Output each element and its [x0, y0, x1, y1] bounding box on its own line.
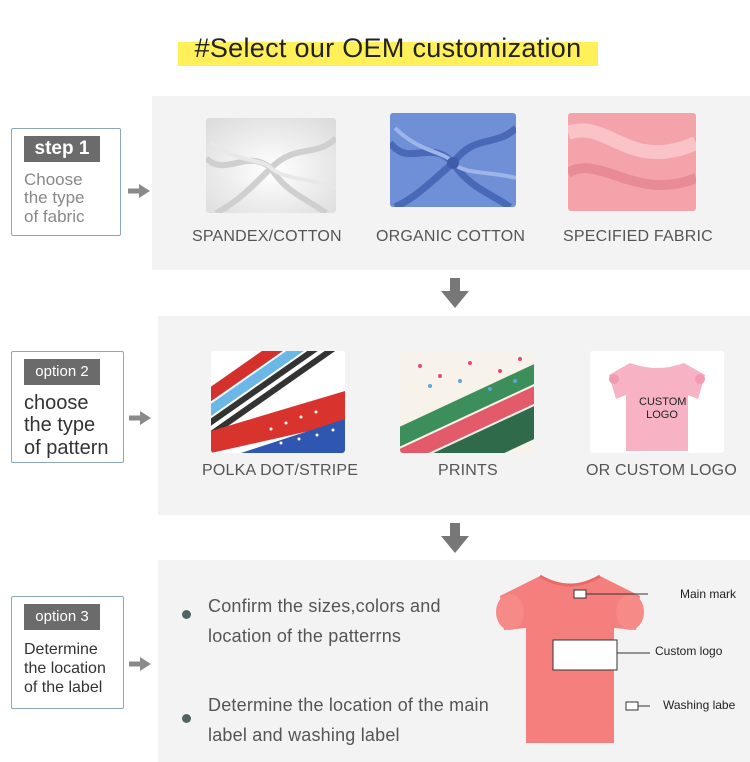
- custom-logo-label: Custom logo: [655, 644, 723, 658]
- option-3-line: the location: [24, 659, 106, 677]
- option-3-line: Determine: [24, 641, 98, 658]
- label-point-line: Confirm the sizes,colors and: [208, 596, 441, 616]
- option-2-line: of pattern: [24, 436, 109, 459]
- organic-cotton-fabric-image: [390, 113, 516, 207]
- step-1-tag: step 1: [24, 136, 100, 162]
- pattern-caption: PRINTS: [438, 462, 498, 479]
- custom-logo-line: CUSTOM: [639, 396, 687, 408]
- prints-image: [400, 351, 534, 453]
- arrow-right-icon: [129, 657, 151, 671]
- option-2-tag: option 2: [24, 359, 100, 385]
- fabric-caption: SPANDEX/COTTON: [192, 228, 342, 245]
- page-title: #Select our OEM customization: [194, 33, 582, 63]
- washing-label-label: Washing labe: [663, 698, 736, 712]
- label-point-location: Determine the location of the main label…: [208, 690, 489, 750]
- page-title-wrap: #Select our OEM customization: [178, 30, 598, 68]
- bullet-icon: [182, 714, 191, 723]
- step-1-line: the type: [24, 188, 85, 208]
- step-1-line: Choose: [24, 170, 83, 189]
- pattern-caption: OR CUSTOM LOGO: [586, 462, 737, 479]
- label-point-line: location of the patterrns: [208, 626, 402, 646]
- label-point-line: label and washing label: [208, 725, 400, 745]
- custom-logo-shirt-image: [590, 351, 724, 453]
- label-panel: [158, 560, 750, 762]
- arrow-down-icon: [441, 278, 469, 308]
- fabric-caption: SPECIFIED FABRIC: [563, 228, 713, 245]
- option-3-box: option 3 Determine the location of the l…: [11, 596, 124, 709]
- step-1-line: of fabric: [24, 206, 85, 226]
- arrow-down-icon: [441, 523, 469, 553]
- pattern-caption: POLKA DOT/STRIPE: [202, 462, 359, 479]
- arrow-right-icon: [129, 411, 151, 425]
- label-point-sizes: Confirm the sizes,colors and location of…: [208, 591, 441, 651]
- spandex-cotton-fabric-image: [206, 118, 336, 213]
- option-2-box: option 2 choose the type of pattern: [11, 351, 124, 463]
- step-1-description: Choose the type of fabric: [24, 170, 116, 226]
- main-mark-label: Main mark: [680, 587, 737, 601]
- step-1-box: step 1 Choose the type of fabric: [11, 128, 121, 236]
- polka-dot-stripe-image: [211, 351, 345, 453]
- label-point-line: Determine the location of the main: [208, 695, 489, 715]
- option-2-line: the type: [24, 414, 96, 437]
- specified-fabric-image: [568, 113, 696, 211]
- custom-logo-line: LOGO: [646, 409, 678, 421]
- bullet-icon: [182, 610, 191, 619]
- label-location-shirt-image: [496, 574, 650, 743]
- option-2-description: choose the type of pattern: [24, 392, 119, 459]
- option-2-line: choose: [24, 392, 89, 414]
- custom-logo-text: CUSTOM LOGO: [639, 396, 687, 422]
- title-highlight: [178, 42, 598, 66]
- option-3-tag: option 3: [24, 604, 100, 630]
- fabric-caption: ORGANIC COTTON: [376, 228, 526, 245]
- arrow-right-icon: [128, 184, 150, 198]
- option-3-description: Determine the location of the label: [24, 641, 119, 698]
- option-3-line: of the label: [24, 678, 103, 696]
